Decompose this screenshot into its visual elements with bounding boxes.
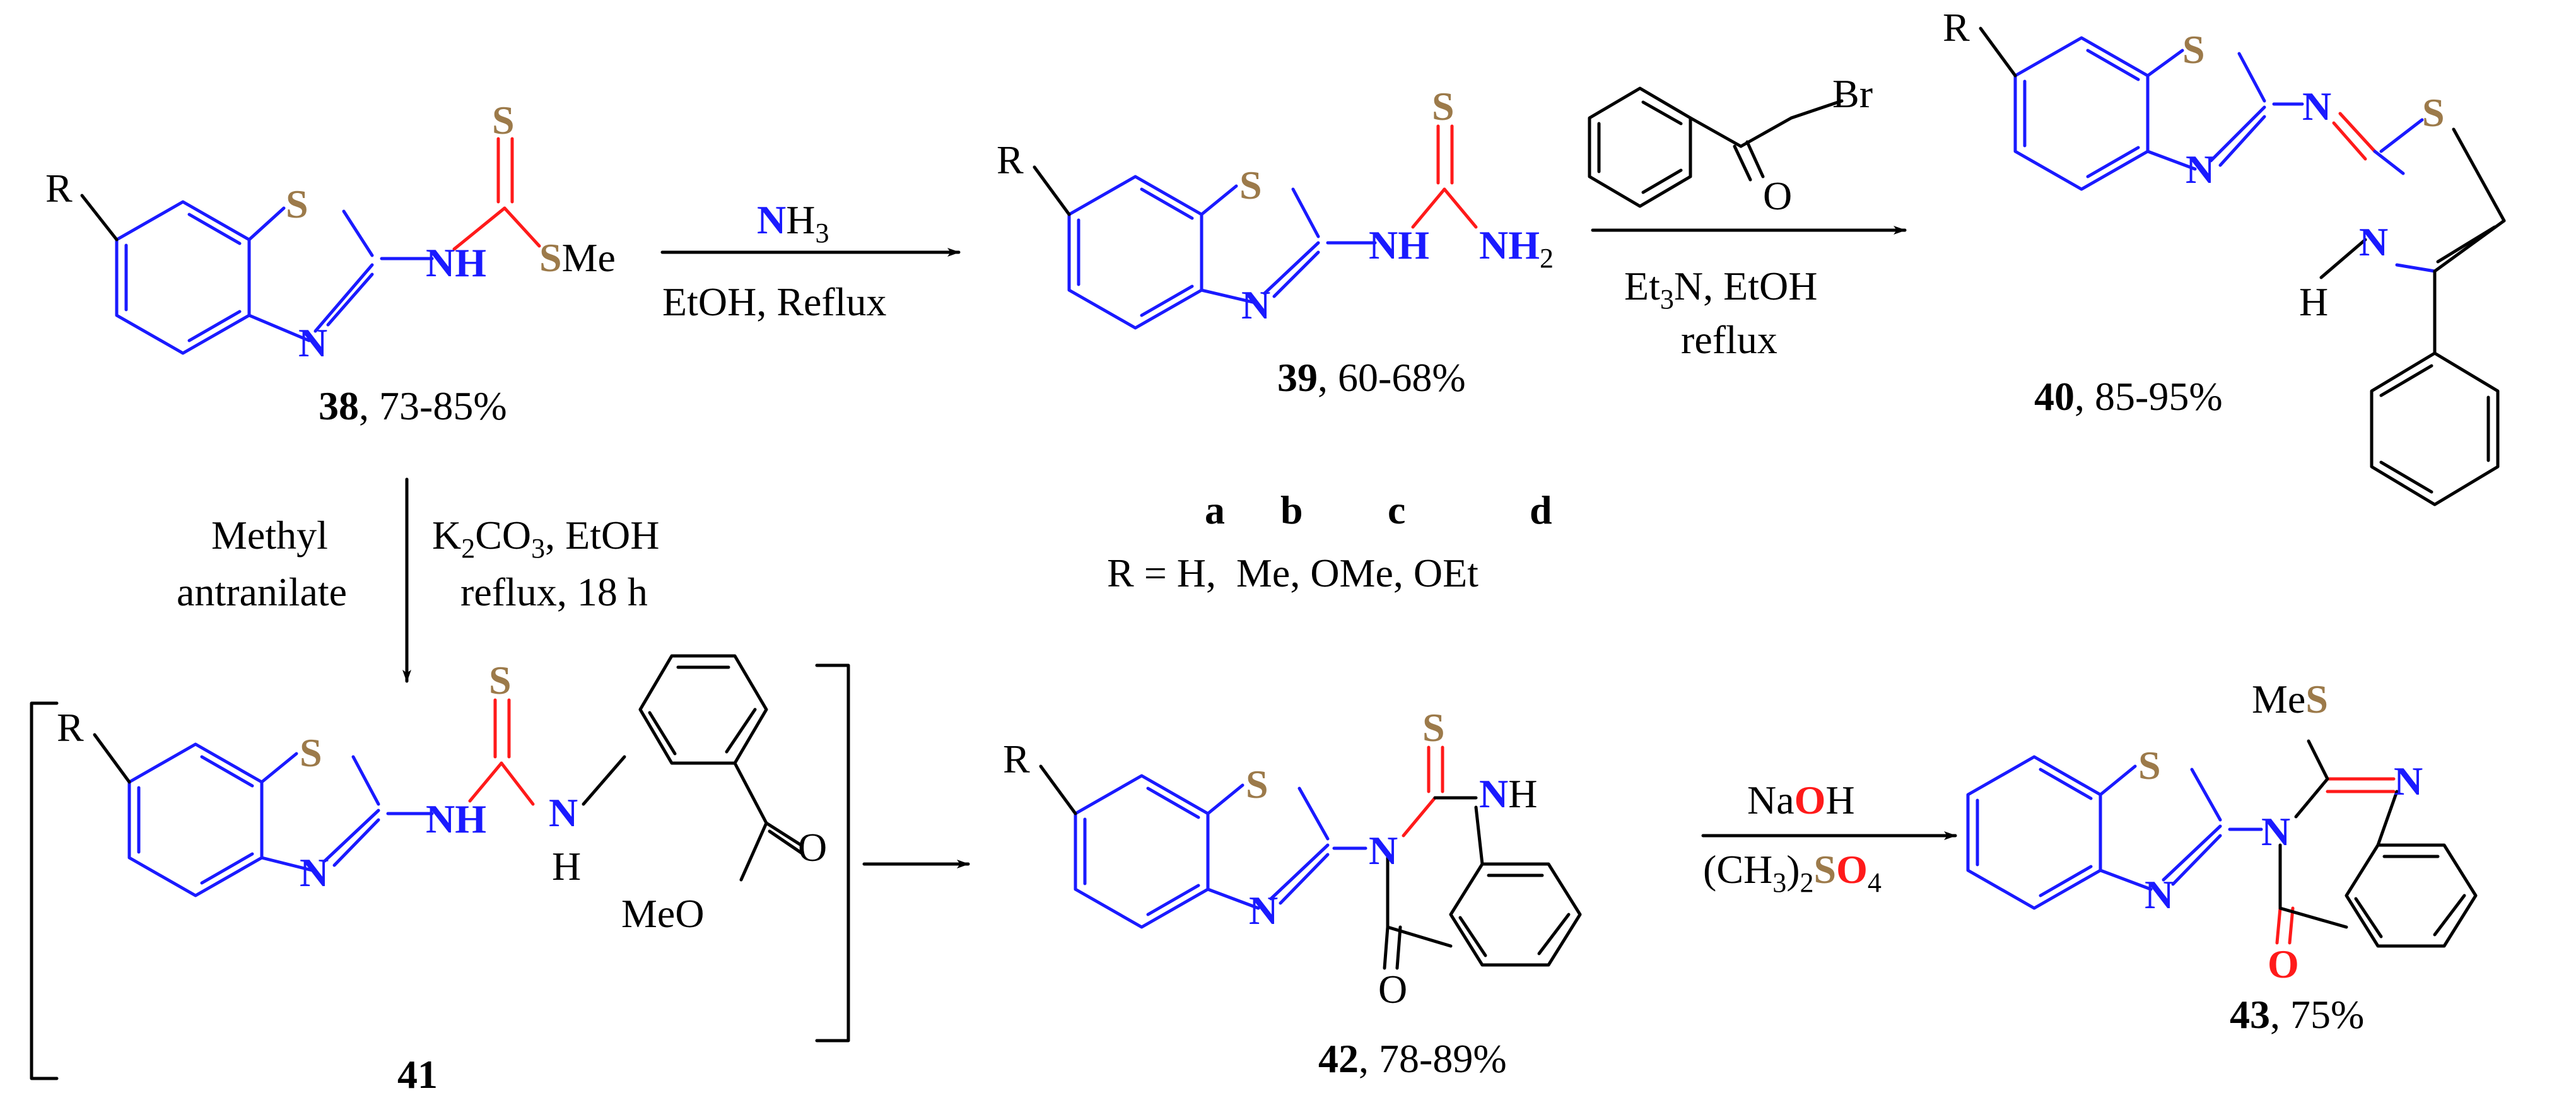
compound-43: S N N N MeS O 43, 75%	[1966, 677, 2478, 1037]
nitrogen-atom: N	[1249, 888, 1278, 933]
nitrogen-atom: N	[1241, 283, 1270, 327]
condition-step-3b: reflux, 18 h	[460, 570, 648, 614]
thione-sulfur: S	[1432, 84, 1455, 129]
compound-39-label: 39, 60-68%	[1277, 355, 1466, 400]
ester-oxygen: O	[798, 825, 827, 870]
compound-41-label: 41	[397, 1052, 438, 1097]
methylthio-group: MeS	[2252, 677, 2328, 722]
compound-39: R S N NH S NH2 39, 60-68%	[997, 84, 1554, 400]
nh-group: NH	[1479, 771, 1537, 816]
nh-group: NH	[426, 240, 486, 285]
r-group: R	[1003, 737, 1030, 781]
bromine-label: Br	[1832, 71, 1873, 116]
reagent-ammonia: NH3	[757, 197, 829, 248]
compound-38: R S N NH S SMe 38, 73-85%	[45, 98, 616, 428]
reagent-step-3a: Methyl	[211, 513, 328, 558]
sulfur-atom: S	[2182, 27, 2205, 72]
quinazoline-nitrogen: N	[1369, 828, 1398, 873]
r-definition: R = H, Me, OMe, OEt	[1107, 551, 1478, 595]
reagent-dimethyl-sulfate: (CH3)2SO4	[1703, 847, 1882, 898]
compound-40-label: 40, 85-95%	[2034, 374, 2223, 419]
sulfur-atom: S	[1246, 762, 1268, 807]
carbonyl-oxygen: O	[2268, 942, 2299, 986]
nitrogen-atom: N	[298, 320, 327, 365]
compound-42: R S N N S NH O 42, 78-89%	[1003, 705, 1582, 1081]
sulfur-atom: S	[2138, 743, 2161, 788]
thiazole-nitrogen: N	[2359, 219, 2388, 264]
left-bracket	[30, 701, 59, 1080]
nh-hydrogen: H	[2299, 279, 2328, 324]
r-group: R	[1943, 5, 1970, 50]
compound-42-label: 42, 78-89%	[1318, 1036, 1507, 1081]
substituent-letter-d: d	[1530, 488, 1552, 532]
anilide-hydrogen: H	[552, 844, 581, 889]
quinazoline-nitrogen: N	[2261, 809, 2290, 854]
sulfur-atom: S	[300, 730, 322, 775]
nitrogen-atom: N	[300, 850, 329, 895]
substituent-letter-c: c	[1388, 488, 1405, 532]
condition-step-2a: Et3N, EtOH	[1624, 264, 1817, 315]
nh2-group: NH2	[1479, 223, 1554, 274]
condition-step-2b: reflux	[1681, 317, 1777, 362]
compound-40: R S N N S N H 40, 85-95%	[1943, 5, 2506, 506]
thione-sulfur: S	[1422, 705, 1445, 750]
methoxy-group: MeO	[621, 891, 705, 936]
nitrogen-atom: N	[2186, 147, 2215, 192]
nh-group: NH	[1369, 223, 1429, 267]
sme-group: SMe	[539, 235, 616, 280]
nitrogen-atom: N	[2145, 872, 2174, 917]
compound-38-label: 38, 73-85%	[319, 383, 507, 428]
sulfur-atom: S	[286, 182, 308, 226]
nh-group: NH	[426, 797, 486, 841]
imine-nitrogen: N	[2302, 84, 2331, 129]
reagent-step-3b: antranilate	[177, 570, 347, 614]
substituent-letter-b: b	[1280, 488, 1303, 532]
substituent-table: a b c d R = H, Me, OMe, OEt	[1107, 488, 1552, 595]
imine-nitrogen: N	[2394, 759, 2423, 803]
compound-41: R S N NH S N H O MeO 41	[30, 654, 850, 1097]
oxygen-label: O	[1763, 173, 1792, 218]
carbonyl-oxygen: O	[1378, 967, 1407, 1012]
sulfur-atom: S	[1239, 163, 1262, 207]
r-group: R	[45, 166, 73, 211]
phenacyl-bromide: Br O	[1588, 71, 1873, 218]
thione-sulfur: S	[489, 658, 512, 703]
compound-43-label: 43, 75%	[2230, 992, 2364, 1037]
condition-step-3a: K2CO3, EtOH	[432, 513, 659, 564]
reagent-naoh: NaOH	[1747, 778, 1855, 822]
r-group: R	[57, 705, 84, 750]
thione-sulfur: S	[492, 98, 515, 143]
thiazole-sulfur: S	[2422, 90, 2445, 135]
condition-step-1: EtOH, Reflux	[662, 279, 887, 324]
right-bracket	[815, 663, 850, 1043]
anilide-nitrogen: N	[549, 790, 578, 835]
r-group: R	[997, 137, 1024, 182]
substituent-letter-a: a	[1205, 488, 1225, 532]
